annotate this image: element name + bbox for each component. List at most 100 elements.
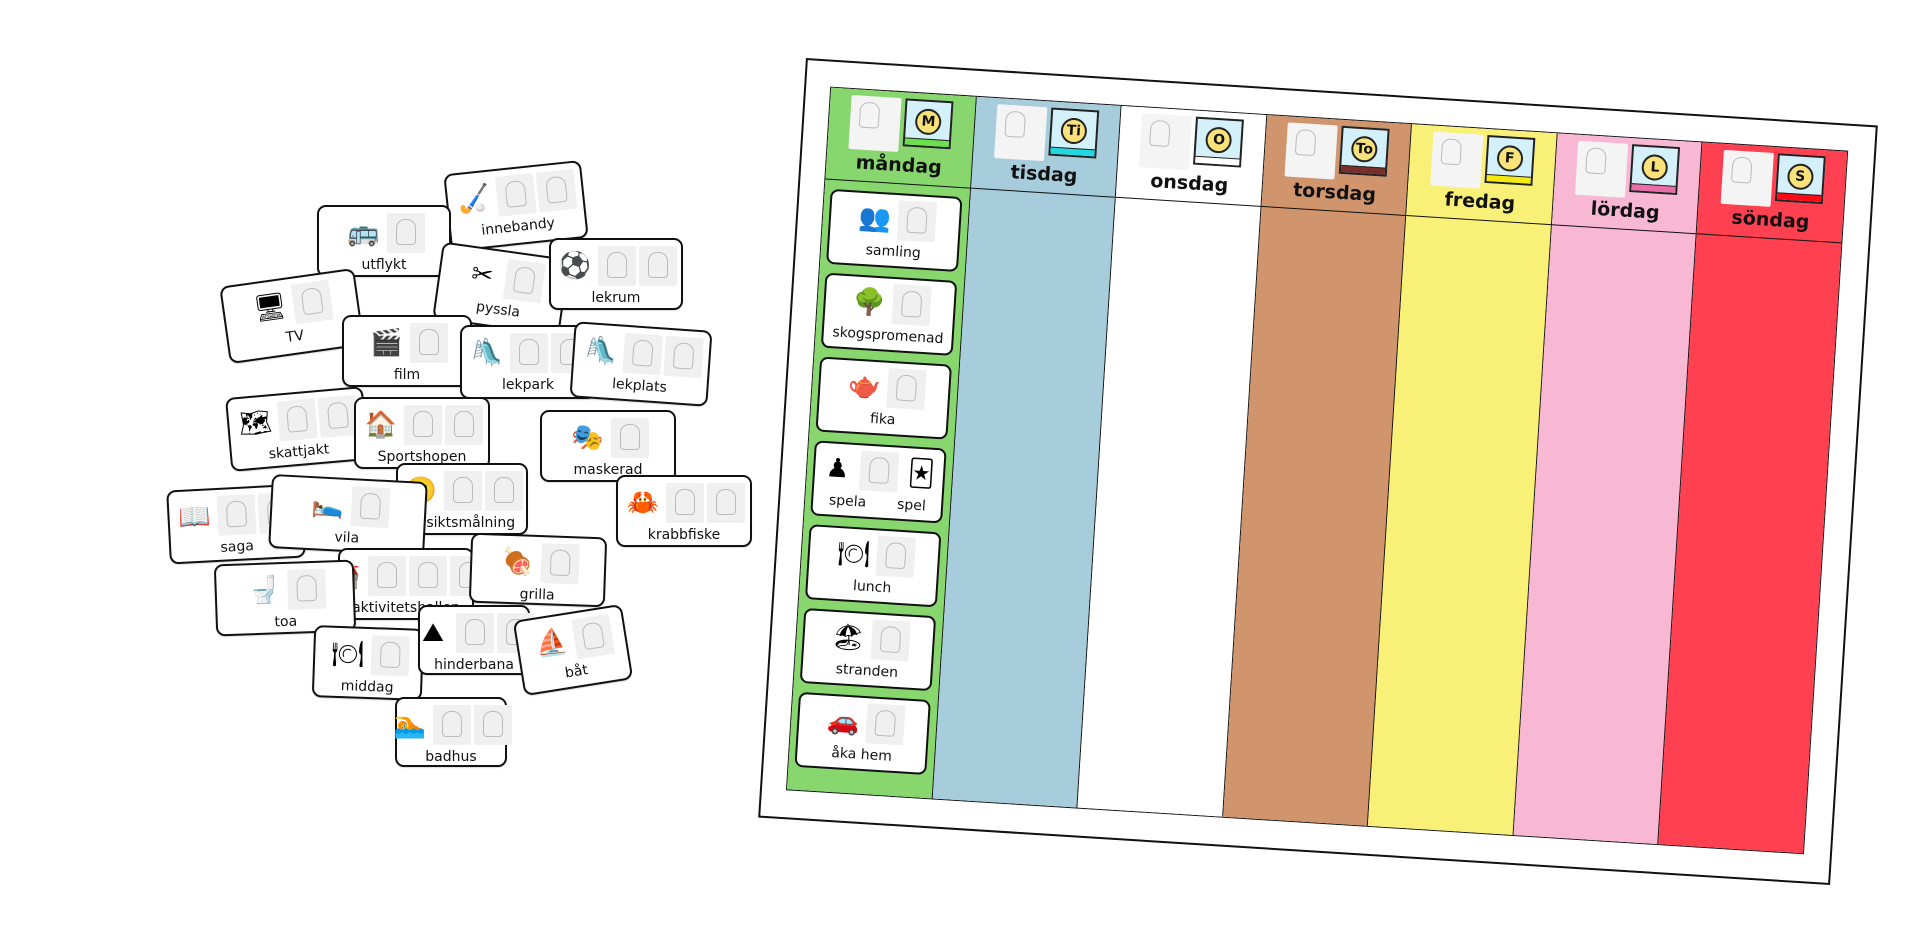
card-label: lekrum — [591, 290, 641, 306]
card-pictures: 🫖 — [843, 365, 927, 411]
sign-language-icon — [610, 418, 649, 458]
card-label: film — [393, 367, 421, 383]
sign-language-icon — [433, 705, 471, 745]
card-label: Sportshopen — [377, 449, 467, 465]
day-header: Ti tisdag — [970, 96, 1121, 198]
card-label: skogspromenad — [831, 324, 944, 348]
scheduled-activity-card[interactable]: 🏖stranden — [799, 608, 937, 692]
card-label: utflykt — [361, 257, 407, 273]
go-home-car-icon: 🚗 — [826, 705, 861, 738]
activity-card[interactable]: 🏠 Sportshopen — [354, 397, 490, 469]
activity-card[interactable]: 🎬 film — [342, 315, 472, 387]
sign-language-icon — [993, 104, 1048, 162]
card-label: saga — [220, 538, 255, 556]
sun-day-icon: Ti — [1048, 107, 1100, 159]
sign-language-icon — [408, 556, 447, 596]
activity-card[interactable]: 🏊badhus — [394, 697, 512, 767]
activity-card[interactable]: 🚌 utflykt — [317, 205, 451, 277]
card-label: grilla — [519, 586, 555, 604]
activity-card[interactable]: 🛝lekplats — [569, 321, 713, 407]
card-pictures: 🏊 — [390, 705, 512, 745]
card-pictures: 🍖 — [497, 542, 580, 585]
activity-card[interactable]: ⛵båt — [512, 603, 634, 697]
day-letter: Ti — [1059, 117, 1088, 145]
card-pictures: 🌳 — [848, 281, 932, 327]
card-label: åka hem — [830, 745, 893, 765]
treasure-hunt-icon: 🗺 — [237, 407, 274, 440]
card-label: lekpark — [502, 377, 554, 393]
day-header-icons: To — [1284, 122, 1390, 182]
card-label: badhus — [425, 749, 477, 765]
card-label: stranden — [835, 661, 899, 682]
activity-card[interactable]: 🦀krabbfiske — [616, 475, 752, 547]
sign-language-icon — [707, 483, 745, 523]
card-pictures: 🚌 — [344, 213, 425, 253]
scheduled-activity-card[interactable]: 🫖 fika — [815, 356, 953, 440]
story-book-icon: 📖 — [177, 501, 212, 533]
day-letter: To — [1350, 135, 1379, 164]
card-pictures: 🍽 — [832, 533, 916, 578]
sign-language-icon — [848, 94, 902, 153]
mask-icon: 🎭 — [571, 423, 604, 453]
day-header-icons: S — [1720, 149, 1826, 210]
card-pictures: 🛌 — [307, 484, 390, 529]
sign-language-icon — [317, 394, 359, 438]
card-label: fika — [869, 410, 896, 429]
activity-card[interactable]: 🍽middag — [311, 625, 425, 701]
sign-language-icon — [535, 168, 578, 213]
activity-card[interactable]: ⚽ lekrum — [549, 238, 683, 310]
card-pictures: 🍽 — [327, 634, 410, 677]
sign-language-icon — [367, 556, 406, 596]
day-name: tisdag — [1009, 161, 1079, 188]
activity-card[interactable]: ⛰hinderbana — [418, 605, 535, 675]
sun-day-icon: To — [1338, 125, 1390, 177]
activity-card[interactable]: 🛌vila — [268, 473, 428, 557]
day-letter: F — [1495, 144, 1524, 173]
day-color-bar — [1195, 155, 1240, 166]
card-label: spela — [828, 492, 867, 511]
card-label: lekplats — [611, 376, 668, 396]
sun-day-icon: L — [1629, 144, 1681, 196]
scheduled-activity-card[interactable]: 🍽lunch — [805, 524, 942, 608]
sign-language-icon — [891, 283, 932, 327]
sign-language-icon — [1575, 140, 1629, 198]
crafts-icon: ✂ — [469, 258, 496, 292]
card-pictures: ✂ — [460, 253, 546, 304]
sign-language-icon — [663, 335, 704, 379]
sign-language-icon — [510, 333, 548, 373]
scheduled-activity-card[interactable]: 👥samling — [826, 188, 963, 273]
card-pictures: ⚽ — [555, 246, 677, 286]
day-header-icons: F — [1429, 131, 1535, 192]
activity-card[interactable]: 🍖grilla — [468, 532, 608, 608]
bus-trip-icon: 🚌 — [347, 218, 380, 248]
card-pictures: 🚽 — [244, 568, 326, 612]
sign-language-icon — [870, 619, 911, 662]
activity-card[interactable]: 🎭maskerad — [540, 410, 676, 482]
sign-language-icon — [639, 246, 677, 286]
card-pictures: 🏠 — [361, 405, 483, 445]
day-name: måndag — [855, 151, 943, 179]
sign-language-icon — [570, 614, 615, 660]
scheduled-activity-card[interactable]: 🌳skogspromenad — [821, 272, 958, 356]
card-pictures: 🎬 — [367, 323, 448, 363]
sign-language-icon — [540, 543, 580, 585]
scheduled-activity-card[interactable]: 🚗 åka hem — [794, 691, 932, 776]
gathering-icon: 👥 — [857, 202, 892, 235]
sign-language-icon — [286, 568, 326, 610]
activity-card[interactable]: 🗺skattjakt — [225, 386, 369, 472]
card-pictures: 🦀 — [623, 483, 745, 523]
day-letter: L — [1641, 153, 1669, 182]
card-label: pyssla — [475, 298, 522, 321]
sign-language-icon — [896, 200, 937, 243]
card-pictures: 🎭 — [568, 418, 649, 458]
sign-language-icon — [485, 471, 523, 511]
card-pictures: 🛝 — [579, 330, 704, 379]
coffee-break-icon: 🫖 — [847, 370, 882, 403]
day-color-bar — [905, 137, 950, 148]
